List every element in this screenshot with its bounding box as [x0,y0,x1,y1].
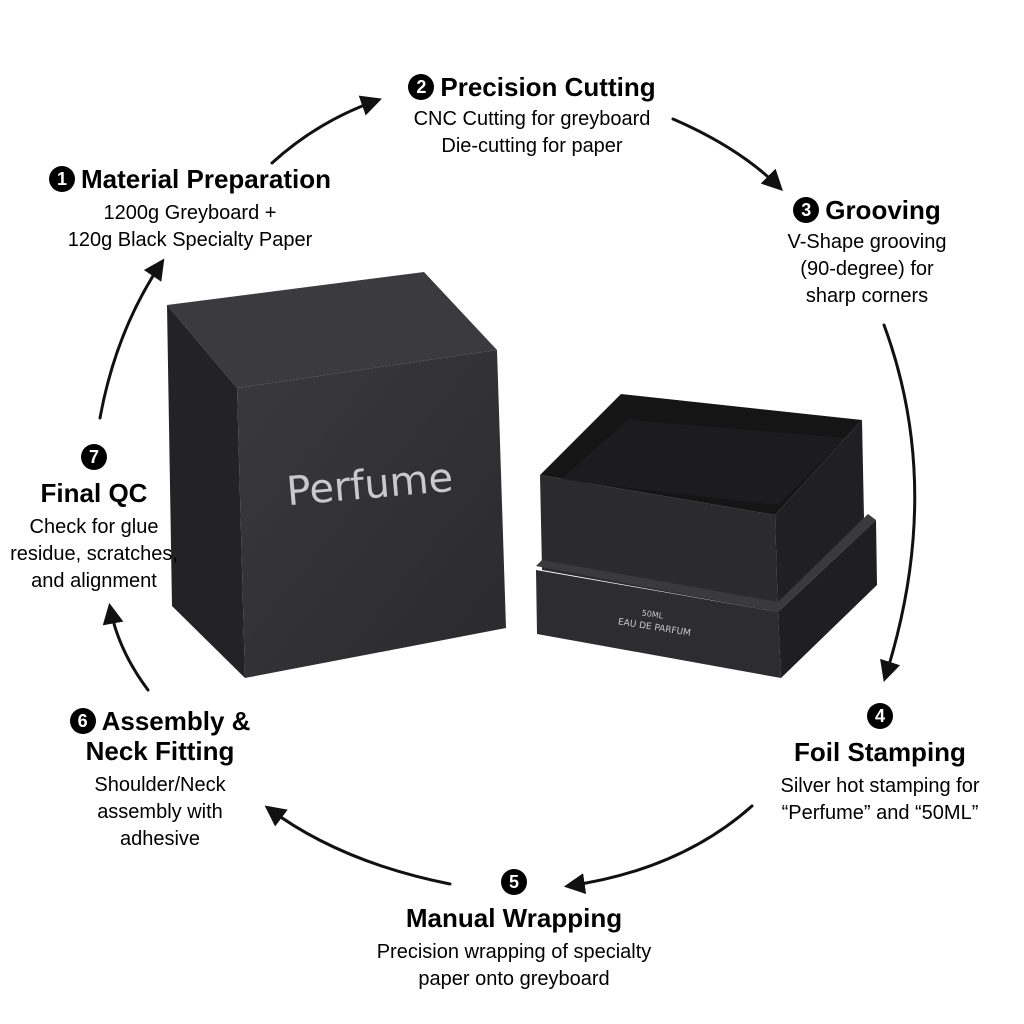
step-4-desc-line: Silver hot stamping for [780,775,980,797]
step-5: 5 Manual Wrapping Precision wrapping of … [334,869,694,993]
step-6-desc-line: assembly with [97,801,223,823]
step-7: 7 Final QC Check for glue residue, scrat… [4,444,184,595]
step-3-desc-line: sharp corners [805,285,929,307]
step-1-desc-line: 1200g Greyboard + [103,202,277,224]
step-7-title: Final QC [40,478,148,508]
step-4-desc-line: “Perfume” and “50ML” [781,802,979,824]
step-5-title: Manual Wrapping [405,903,623,933]
lid-box: Perfume [167,272,506,678]
step-7-desc-line: residue, scratches, [10,543,178,565]
step-7-desc-line: Check for glue [29,516,159,538]
arrow-7-to-1 [98,258,165,420]
step-2-number: 2 [408,74,435,100]
tray-right-wall [775,420,864,612]
base-front-face [536,570,781,678]
arrow-3-to-4 [880,323,917,683]
step-6-number: 6 [69,708,96,734]
step-4-number: 4 [867,703,893,729]
base-right-face [778,520,877,678]
step-4: 4 Foil Stamping Silver hot stamping for … [760,703,1000,827]
step-2-desc-line: CNC Cutting for greyboard [413,108,651,130]
base-box: 50ML EAU DE PARFUM [536,394,877,678]
step-1-desc-line: 120g Black Specialty Paper [67,229,313,251]
step-2-desc-line: Die-cutting for paper [441,135,623,157]
step-3-desc-line: V-Shape grooving [787,231,947,253]
lid-left-face [167,305,245,678]
arrow-4-to-5 [563,804,754,895]
step-7-number: 7 [81,444,107,470]
step-6-desc-line: adhesive [119,828,201,850]
arrow-5-to-6 [264,805,452,886]
base-foil-size: 50ML [641,608,664,620]
arrow-1-to-2 [270,95,382,165]
arrow-6-to-7 [102,602,150,692]
step-5-number: 5 [501,869,527,895]
step-6-desc-line: Shoulder/Neck [94,774,226,796]
arrow-2-to-3 [671,117,783,191]
base-top-rim [536,514,876,612]
step-6-title-line-2: Neck Fitting [85,736,235,766]
tray-inner-floor [560,420,845,505]
step-1-number: 1 [49,166,75,192]
lid-top-face [167,272,497,388]
cycle-arrows [98,95,917,895]
step-4-title: Foil Stamping [794,737,966,767]
step-5-desc-line: paper onto greyboard [418,968,610,990]
step-5-desc-line: Precision wrapping of specialty [376,941,652,963]
step-3-desc-line: (90-degree) for [800,258,934,280]
step-7-desc-line: and alignment [31,570,157,592]
step-3-number: 3 [793,197,820,223]
lid-front-face [237,350,506,678]
